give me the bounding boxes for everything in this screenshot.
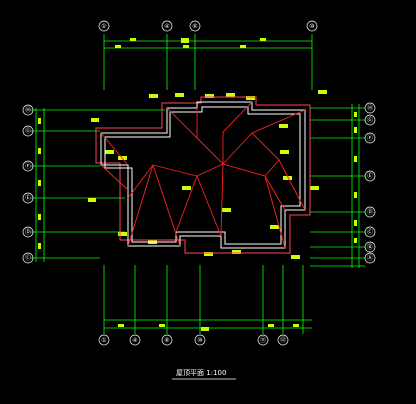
axis-bubbles: ① ④ ⑥ ⑩ ① ④ ⑥ ⑩ ⑪ ⑫ Ⓗ Ⓖ Ⓕ Ⓔ Ⓓ Ⓒ Ⓗ Ⓖ Ⓕ Ⓔ Ⓓ Ⓒ Ⓑ Ⓐ [22, 20, 376, 346]
roof-ridge-lines [100, 101, 306, 249]
axis-bubble [161, 20, 173, 32]
axis-label: Ⓒ [367, 228, 373, 236]
axis-bubble [364, 170, 376, 182]
axis-label: ⑥ [192, 23, 197, 30]
axis-bubble [22, 192, 34, 204]
axis-bubble [98, 20, 110, 32]
axis-bubble [22, 104, 34, 116]
axis-bubble [364, 252, 376, 264]
axis-label: Ⓗ [25, 106, 31, 114]
axis-label: ① [101, 23, 106, 30]
axis-bubble [22, 160, 34, 172]
axis-label: Ⓓ [367, 208, 373, 216]
axis-bubble [194, 334, 206, 346]
axis-label: Ⓕ [367, 134, 373, 142]
axis-bubble [364, 102, 376, 114]
axis-label: ⑫ [280, 336, 286, 344]
axis-bubble [364, 114, 376, 126]
axis-bubble [364, 206, 376, 218]
axis-label: Ⓕ [25, 162, 31, 170]
axis-label: Ⓔ [25, 194, 31, 202]
eave-outline [95, 96, 311, 254]
axis-label: Ⓒ [25, 254, 31, 262]
axis-label: ⑩ [197, 337, 202, 344]
axis-label: ⑪ [260, 336, 266, 344]
drawing-title: 屋顶平面 1:100 [176, 369, 226, 377]
axis-label: Ⓐ [367, 254, 373, 262]
axis-bubble [22, 125, 34, 137]
axis-label: ④ [132, 337, 137, 344]
axis-bubble [22, 226, 34, 238]
axis-bubble [364, 226, 376, 238]
axis-bubble [306, 20, 318, 32]
axis-label: ⑥ [164, 337, 169, 344]
axis-label: Ⓔ [367, 172, 373, 180]
axis-label: Ⓗ [367, 104, 373, 112]
axis-bubble [257, 334, 269, 346]
axis-bubble [364, 241, 376, 253]
axis-label: ① [101, 337, 106, 344]
dimension-lines [30, 34, 365, 334]
axis-label: ④ [164, 23, 169, 30]
axis-bubble [277, 334, 289, 346]
axis-bubble [129, 334, 141, 346]
axis-label: ⑩ [309, 23, 314, 30]
axis-bubble [98, 334, 110, 346]
axis-label: Ⓓ [25, 228, 31, 236]
dimension-text-marks [38, 38, 357, 331]
axis-label: Ⓖ [367, 116, 373, 124]
axis-label: Ⓑ [367, 243, 373, 251]
axis-bubble [364, 132, 376, 144]
axis-bubble [161, 334, 173, 346]
axis-label: Ⓖ [25, 127, 31, 135]
axis-bubble [189, 20, 201, 32]
axis-bubble [22, 252, 34, 264]
